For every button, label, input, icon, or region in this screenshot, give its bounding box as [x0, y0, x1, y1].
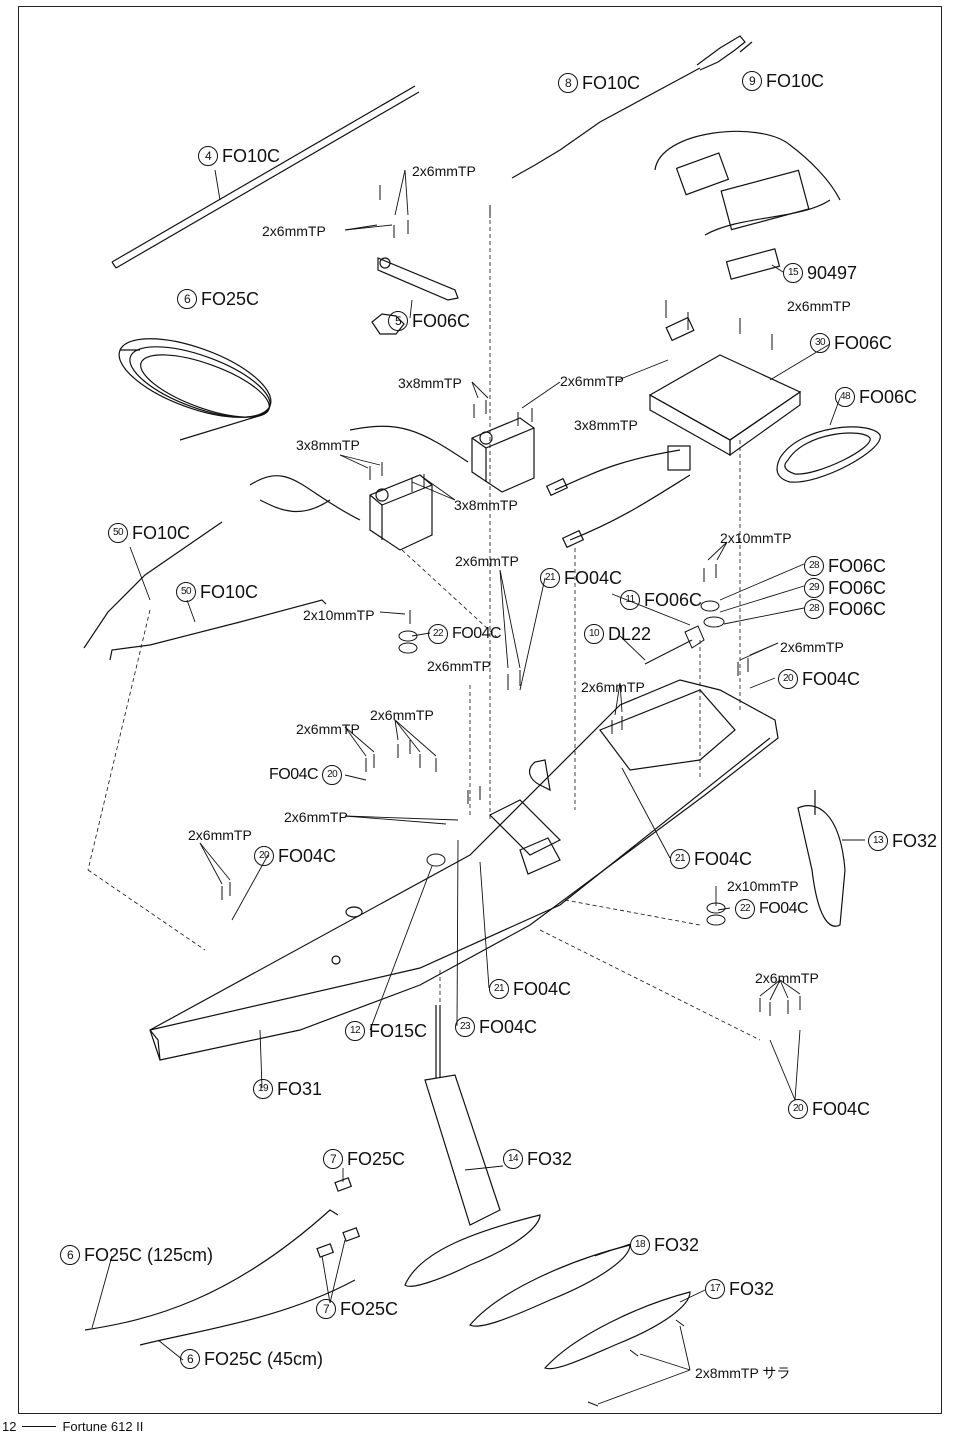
hull-part-19	[149, 679, 779, 1061]
bulb-part-18	[469, 1244, 631, 1327]
screw-label: 2x8mmTP サラ	[695, 1365, 791, 1381]
washers	[398, 600, 726, 926]
radio-tray-part-30	[648, 316, 802, 457]
screw-label: 2x6mmTP	[581, 679, 645, 695]
screw-label: 2x6mmTP	[455, 553, 519, 569]
part-number-8: 8	[558, 73, 578, 93]
coiled-tube-part-6	[118, 338, 272, 441]
screw-label: 2x10mmTP	[303, 607, 375, 623]
screw-label: 2x6mmTP	[787, 298, 851, 314]
servo-1	[249, 474, 433, 551]
fin-part-13	[797, 790, 846, 927]
rod-part-4	[111, 85, 420, 269]
screw-clusters	[221, 185, 801, 1407]
pushrod-part-8-9	[511, 35, 753, 179]
screw-label: 2x10mmTP	[727, 878, 799, 894]
screw-label: 2x6mmTP	[296, 721, 360, 737]
screw-label: 3x8mmTP	[454, 497, 518, 513]
couplers-part-7	[316, 1177, 361, 1258]
switch-harness	[545, 445, 691, 549]
tube-part-6-long	[84, 1209, 356, 1346]
receiver-battery-pack	[654, 130, 841, 280]
screw-label: 3x8mmTP	[398, 375, 462, 391]
screw-label: 2x10mmTP	[720, 530, 792, 546]
screw-label: 2x6mmTP	[427, 658, 491, 674]
servo-2	[349, 417, 535, 493]
keel-part-14	[424, 1005, 501, 1226]
screw-label: 2x6mmTP	[284, 809, 348, 825]
page-footer: 12 Fortune 612 II	[2, 1419, 143, 1434]
page-frame	[18, 6, 942, 1414]
screw-label: 3x8mmTP	[296, 437, 360, 453]
bulb-part-17	[543, 1291, 691, 1370]
rods-part-50	[83, 521, 327, 661]
screw-label: 2x6mmTP	[412, 163, 476, 179]
screw-label: 2x6mmTP	[188, 827, 252, 843]
page-number: 12	[2, 1419, 17, 1434]
screw-label: 2x6mmTP	[780, 639, 844, 655]
footer-title: Fortune 612 II	[62, 1419, 144, 1434]
bulb-part-14-lower	[404, 1214, 541, 1287]
screw-label: 2x6mmTP	[370, 707, 434, 723]
belt-part-48	[776, 426, 881, 483]
screw-label: 3x8mmTP	[574, 417, 638, 433]
assembly-guide-lines	[87, 220, 761, 1041]
screw-label: 2x6mmTP	[262, 223, 326, 239]
leader-lines	[91, 169, 865, 1405]
screw-label: 2x6mmTP	[755, 970, 819, 986]
screw-label: 2x6mmTP	[560, 373, 624, 389]
footer-dash	[22, 1426, 57, 1427]
